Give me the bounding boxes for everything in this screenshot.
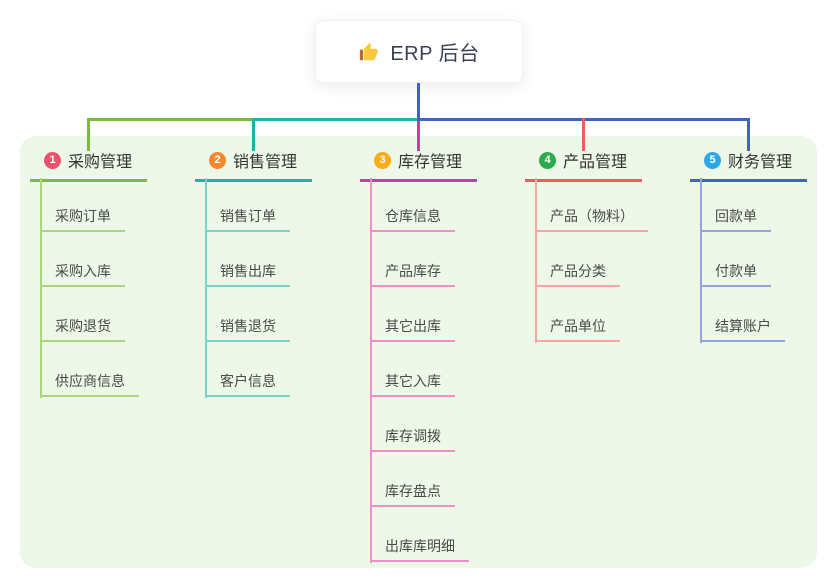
child-node[interactable]: 销售订单 xyxy=(205,206,290,232)
child-label: 销售出库 xyxy=(220,263,276,279)
branch-heading-product[interactable]: 4 产品管理 xyxy=(525,148,642,182)
child-label: 付款单 xyxy=(715,263,757,279)
child-node[interactable]: 供应商信息 xyxy=(40,371,139,397)
branches-panel xyxy=(20,136,817,568)
child-label: 仓库信息 xyxy=(385,208,441,224)
child-node[interactable]: 结算账户 xyxy=(700,316,785,342)
branch-inventory: 3 库存管理 仓库信息 产品库存 其它出库 其它入库 库存调拨 库存盘点 出库库… xyxy=(360,148,520,563)
child-node[interactable]: 采购退货 xyxy=(40,316,125,342)
branch-finance: 5 财务管理 回款单 付款单 结算账户 xyxy=(690,148,839,343)
child-label: 库存调拨 xyxy=(385,428,441,444)
branch-heading-finance[interactable]: 5 财务管理 xyxy=(690,148,807,182)
child-node[interactable]: 销售退货 xyxy=(205,316,290,342)
child-label: 库存盘点 xyxy=(385,483,441,499)
child-label: 结算账户 xyxy=(715,318,771,334)
connector-drop-inventory xyxy=(417,121,420,151)
child-node[interactable]: 客户信息 xyxy=(205,371,290,397)
child-node[interactable]: 库存调拨 xyxy=(370,426,455,452)
child-label: 其它入库 xyxy=(385,373,441,389)
branch-number-badge: 2 xyxy=(209,151,226,169)
branch-number-badge: 1 xyxy=(44,151,61,169)
connector-drop-finance xyxy=(747,118,750,151)
child-node[interactable]: 产品分类 xyxy=(535,261,620,287)
branch-number-badge: 4 xyxy=(539,151,556,169)
child-node[interactable]: 库存盘点 xyxy=(370,481,455,507)
child-label: 销售订单 xyxy=(220,208,276,224)
root-title: ERP 后台 xyxy=(390,43,480,65)
branch-number-badge: 5 xyxy=(704,151,721,169)
connector-drop-purchase xyxy=(87,118,90,151)
child-node[interactable]: 采购入库 xyxy=(40,261,125,287)
child-label: 产品库存 xyxy=(385,263,441,279)
child-node[interactable]: 仓库信息 xyxy=(370,206,455,232)
branch-title: 采购管理 xyxy=(68,154,133,171)
root-node[interactable]: ERP 后台 xyxy=(315,20,523,83)
branch-connector-line xyxy=(535,178,537,343)
branch-title: 产品管理 xyxy=(563,154,628,171)
child-label: 供应商信息 xyxy=(55,373,125,389)
child-label: 销售退货 xyxy=(220,318,276,334)
child-node[interactable]: 采购订单 xyxy=(40,206,125,232)
child-node[interactable]: 付款单 xyxy=(700,261,771,287)
child-node[interactable]: 销售出库 xyxy=(205,261,290,287)
branch-connector-line xyxy=(205,178,207,398)
connector-horizontal-teal xyxy=(252,118,418,121)
thumbs-up-icon xyxy=(358,41,380,63)
child-node[interactable]: 其它出库 xyxy=(370,316,455,342)
child-node[interactable]: 产品（物料） xyxy=(535,206,648,232)
child-label: 产品单位 xyxy=(550,318,606,334)
branch-title: 库存管理 xyxy=(398,154,463,171)
child-label: 回款单 xyxy=(715,208,757,224)
child-node[interactable]: 其它入库 xyxy=(370,371,455,397)
branch-connector-line xyxy=(700,178,702,343)
branch-number-badge: 3 xyxy=(374,151,391,169)
connector-drop-product xyxy=(582,118,585,151)
branch-connector-line xyxy=(370,178,372,563)
child-node[interactable]: 回款单 xyxy=(700,206,771,232)
child-label: 客户信息 xyxy=(220,373,276,389)
connector-root-stem xyxy=(417,83,420,121)
branch-product: 4 产品管理 产品（物料） 产品分类 产品单位 xyxy=(525,148,685,343)
child-label: 采购退货 xyxy=(55,318,111,334)
child-label: 采购订单 xyxy=(55,208,111,224)
connector-drop-sales xyxy=(252,118,255,151)
child-node[interactable]: 产品库存 xyxy=(370,261,455,287)
child-label: 其它出库 xyxy=(385,318,441,334)
branch-heading-purchase[interactable]: 1 采购管理 xyxy=(30,148,147,182)
branch-title: 销售管理 xyxy=(233,154,298,171)
child-node[interactable]: 产品单位 xyxy=(535,316,620,342)
branch-sales: 2 销售管理 销售订单 销售出库 销售退货 客户信息 xyxy=(195,148,355,398)
child-label: 产品分类 xyxy=(550,263,606,279)
branch-purchase: 1 采购管理 采购订单 采购入库 采购退货 供应商信息 xyxy=(30,148,190,398)
child-label: 采购入库 xyxy=(55,263,111,279)
branch-heading-inventory[interactable]: 3 库存管理 xyxy=(360,148,477,182)
connector-horizontal-green xyxy=(87,118,253,121)
branch-connector-line xyxy=(40,178,42,398)
branch-title: 财务管理 xyxy=(728,154,793,171)
child-label: 产品（物料） xyxy=(550,208,634,224)
child-label: 出库库明细 xyxy=(385,538,455,554)
branch-heading-sales[interactable]: 2 销售管理 xyxy=(195,148,312,182)
child-node[interactable]: 出库库明细 xyxy=(370,536,469,562)
